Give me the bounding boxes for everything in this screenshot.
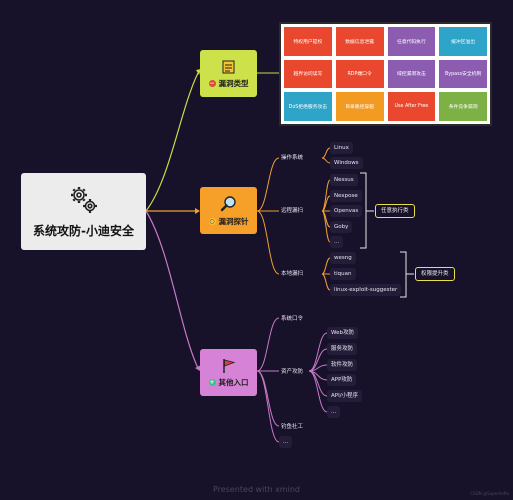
vuln-types-grid: 特权用户提权 数据信息泄露 任意代码执行 缓冲区溢出 越界访问读写 RDP端口令…: [279, 22, 492, 126]
probe-remote-item[interactable]: Goby: [330, 221, 353, 233]
vuln-type-cell[interactable]: 数据信息泄露: [335, 27, 384, 56]
vuln-type-cell[interactable]: RDP端口令: [335, 59, 384, 89]
vuln-type-cell[interactable]: 任意代码执行: [387, 27, 436, 56]
notepad-icon: [222, 60, 234, 73]
probe-remote-item[interactable]: Nexpose: [330, 190, 362, 202]
watermark-credit: CSDN @Superhoffu: [470, 491, 509, 496]
flag-icon: [222, 358, 235, 373]
probe-remote-item[interactable]: ...: [330, 236, 344, 248]
probe-local-label[interactable]: 本地漏扫: [281, 271, 304, 277]
asset-item[interactable]: APP攻防: [327, 374, 357, 386]
probe-local-item[interactable]: tiquan: [330, 268, 356, 280]
probe-remote-item[interactable]: Openvas: [330, 205, 363, 217]
other-entry-node[interactable]: + 其他入口: [200, 349, 257, 396]
asset-item[interactable]: 软件攻防: [327, 359, 358, 371]
other-entry-label: 其他入口: [218, 377, 249, 387]
other-asset-label[interactable]: 资产攻防: [281, 369, 304, 375]
vuln-type-cell[interactable]: 域控漏洞攻击: [387, 59, 436, 89]
other-more-item[interactable]: ...: [279, 436, 293, 448]
probe-os-item[interactable]: Windows: [330, 157, 363, 169]
summary-remote[interactable]: 任意执行类: [375, 204, 415, 218]
connector-root-other-entry: [145, 210, 199, 369]
other-password-label[interactable]: 系统口令: [281, 316, 304, 322]
root-title: 系统攻防-小迪安全: [33, 224, 134, 238]
asset-item[interactable]: API/小程序: [327, 390, 363, 402]
vuln-type-cell[interactable]: DoS拒绝服务攻击: [284, 92, 332, 121]
probe-os-label[interactable]: 操作系统: [281, 155, 304, 161]
other-phishing-label[interactable]: 钓鱼社工: [281, 424, 304, 430]
vuln-type-cell[interactable]: 特权用户提权: [284, 27, 332, 56]
connector-root-vuln-types: [145, 72, 199, 212]
vuln-types-node[interactable]: − 漏洞类型: [200, 50, 257, 97]
vuln-probe-node[interactable]: ○ 漏洞探针: [200, 187, 257, 234]
summary-bracket-remote: [360, 172, 374, 249]
info-badge-icon[interactable]: ○: [208, 217, 216, 225]
summary-local[interactable]: 权限提升类: [415, 267, 455, 281]
vuln-type-cell[interactable]: Use After Free: [387, 92, 436, 121]
vuln-probe-label: 漏洞探针: [218, 216, 249, 226]
vuln-type-cell[interactable]: Bypass安全机制: [439, 59, 487, 89]
root-node[interactable]: 系统攻防-小迪安全: [21, 173, 146, 250]
probe-remote-item[interactable]: Nessus: [330, 174, 358, 186]
minus-badge-icon[interactable]: −: [208, 79, 216, 87]
footer-credit: Presented with xmind: [213, 485, 300, 494]
probe-os-item[interactable]: Linux: [330, 142, 353, 154]
vuln-type-cell[interactable]: 条件竞争漏洞: [439, 92, 487, 121]
vuln-types-label: 漏洞类型: [218, 78, 249, 88]
plus-badge-icon[interactable]: +: [208, 378, 216, 386]
asset-item[interactable]: Web攻防: [327, 327, 358, 339]
probe-remote-label[interactable]: 远程漏扫: [281, 208, 304, 214]
asset-item[interactable]: 服务攻防: [327, 343, 358, 355]
probe-local-item[interactable]: wesng: [330, 252, 356, 264]
magnifier-icon: [220, 195, 236, 211]
gears-icon: [70, 187, 97, 213]
probe-local-item[interactable]: linux-exploit-suggester: [330, 284, 402, 296]
vuln-type-cell[interactable]: 目录路径穿越: [335, 92, 384, 121]
vuln-type-cell[interactable]: 缓冲区溢出: [439, 27, 487, 56]
summary-bracket-local: [400, 251, 414, 298]
asset-item[interactable]: ...: [327, 406, 341, 418]
vuln-type-cell[interactable]: 越界访问读写: [284, 59, 332, 89]
